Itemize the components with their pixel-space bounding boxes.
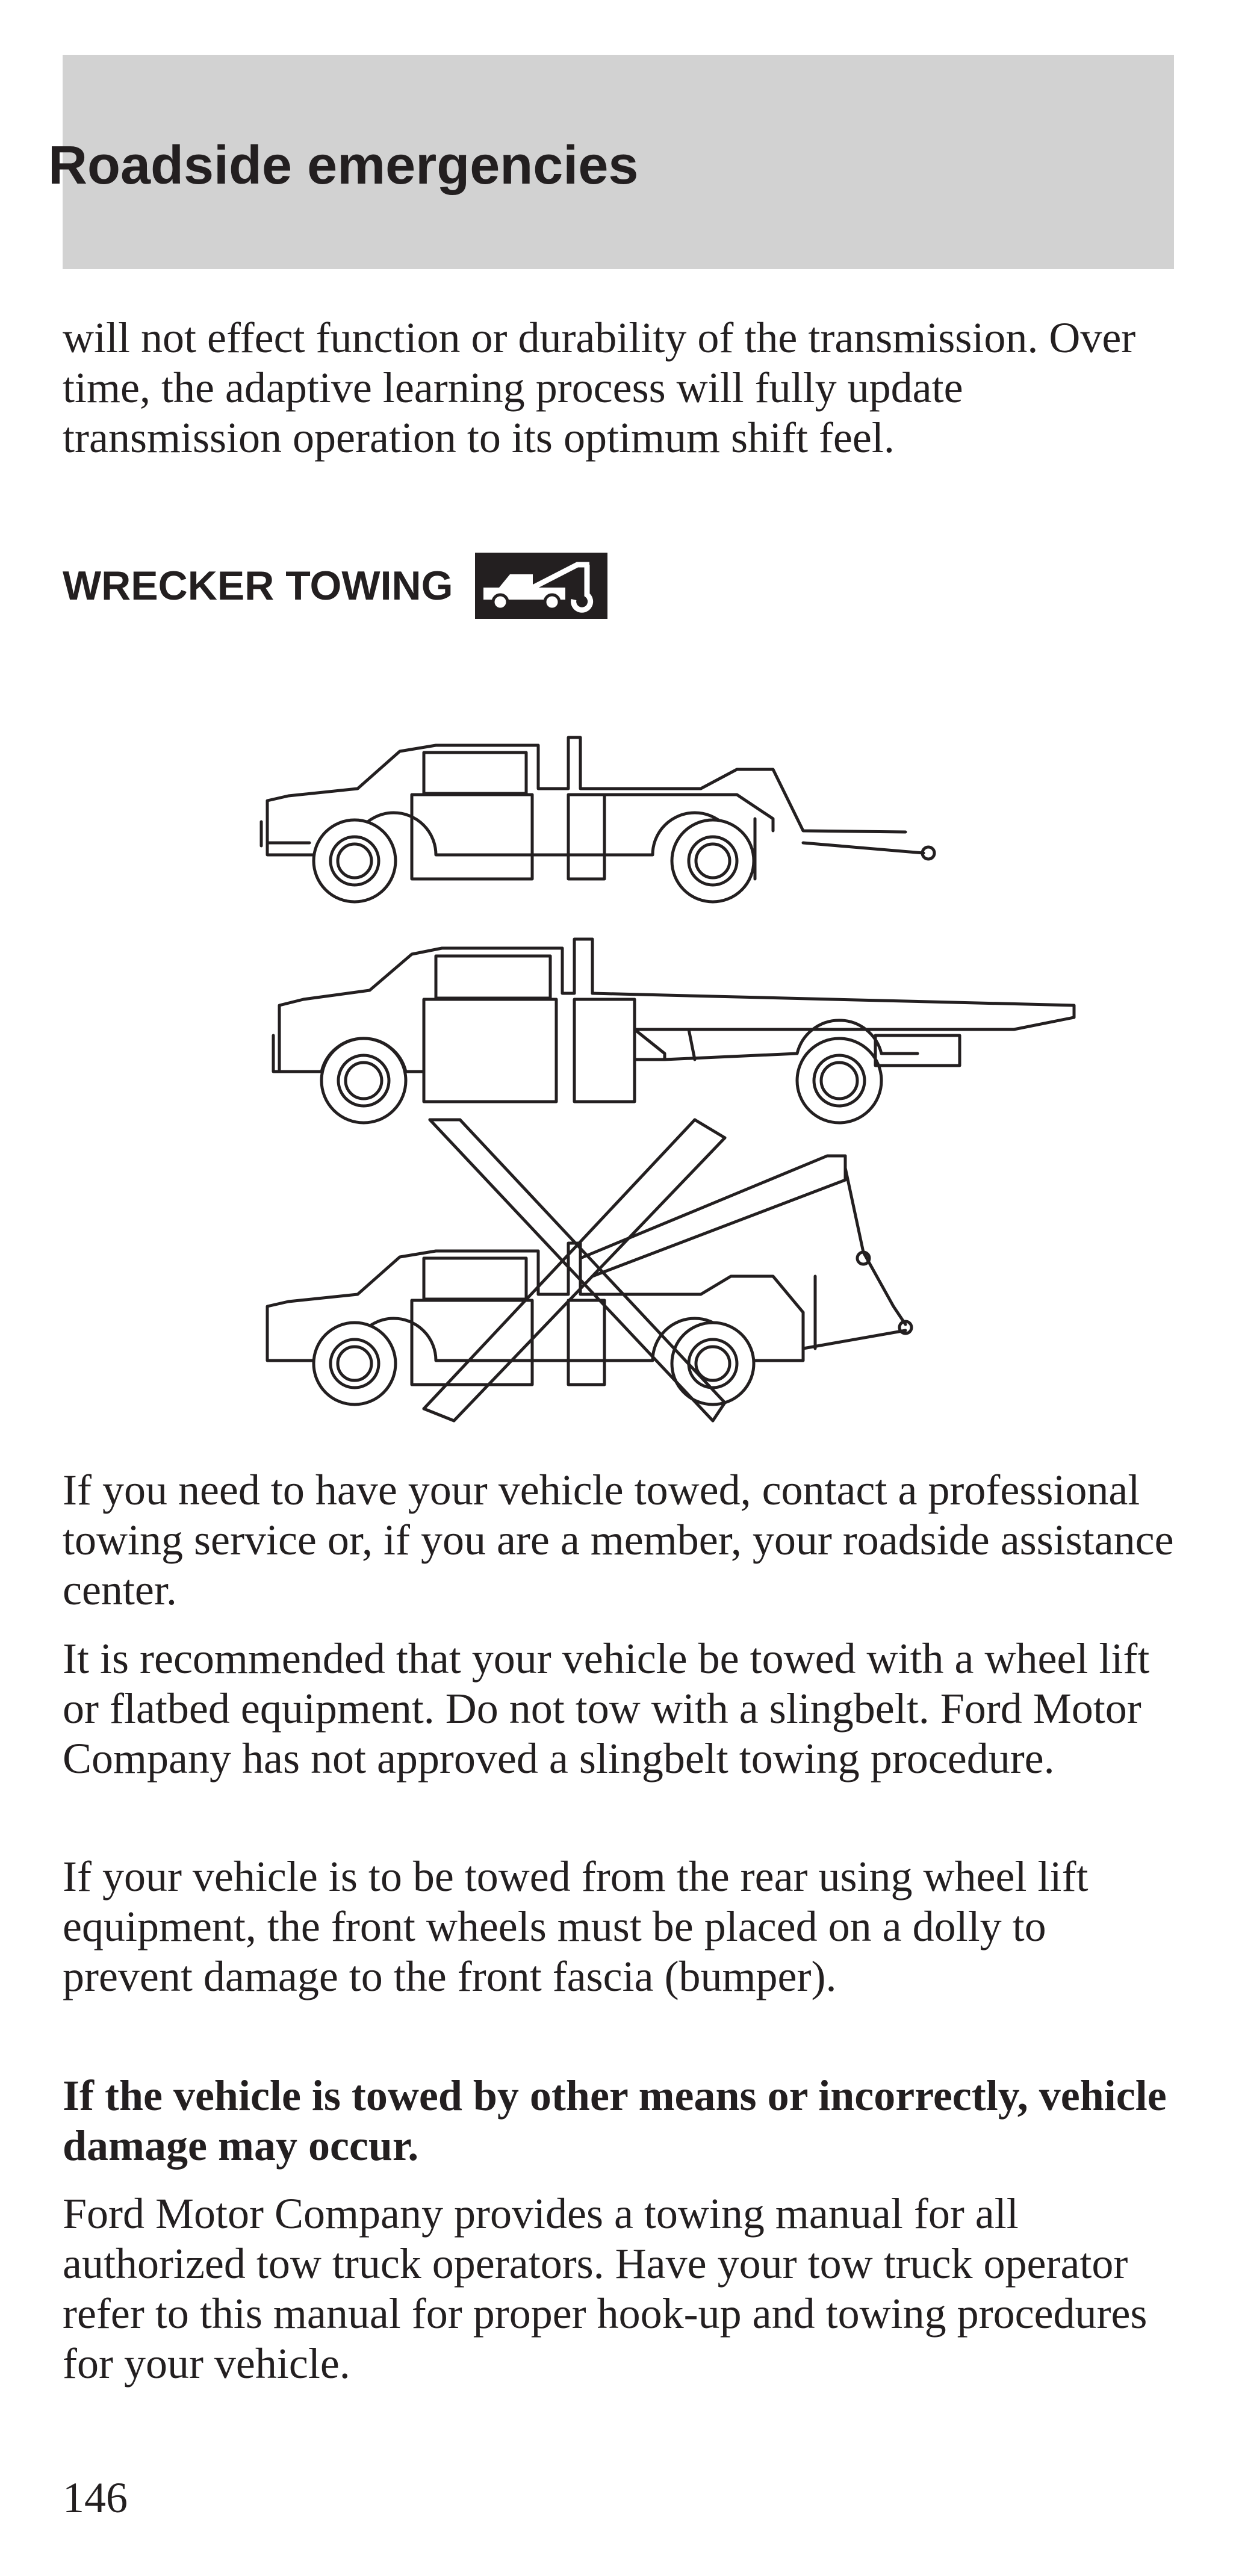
header-band <box>63 55 1174 269</box>
page-title: Roadside emergencies <box>48 135 639 196</box>
paragraph-recommended-equipment: It is recommended that your vehicle be t… <box>63 1634 1150 1783</box>
slingbelt-truck-crossed-out-icon <box>266 1118 913 1423</box>
paragraph-towing-manual: Ford Motor Company provides a towing man… <box>63 2190 1148 2388</box>
warning-paragraph: If the vehicle is towed by other means o… <box>63 2072 1167 2170</box>
paragraph-wheel-lift-dolly: If your vehicle is to be towed from the … <box>63 1852 1089 2000</box>
paragraph-contact-towing: If you need to have your vehicle towed, … <box>63 1466 1174 1614</box>
flatbed-truck-icon <box>272 937 1076 1125</box>
subheading-text: WRECKER TOWING <box>63 563 453 609</box>
intro-paragraph: will not effect function or durability o… <box>63 314 1136 462</box>
page-number: 146 <box>63 2474 128 2522</box>
wrecker-towing-heading: WRECKER TOWING <box>63 553 607 619</box>
wheel-lift-truck-icon <box>259 736 936 904</box>
tow-truck-icon <box>474 553 607 619</box>
towing-methods-illustration <box>259 736 1076 1423</box>
